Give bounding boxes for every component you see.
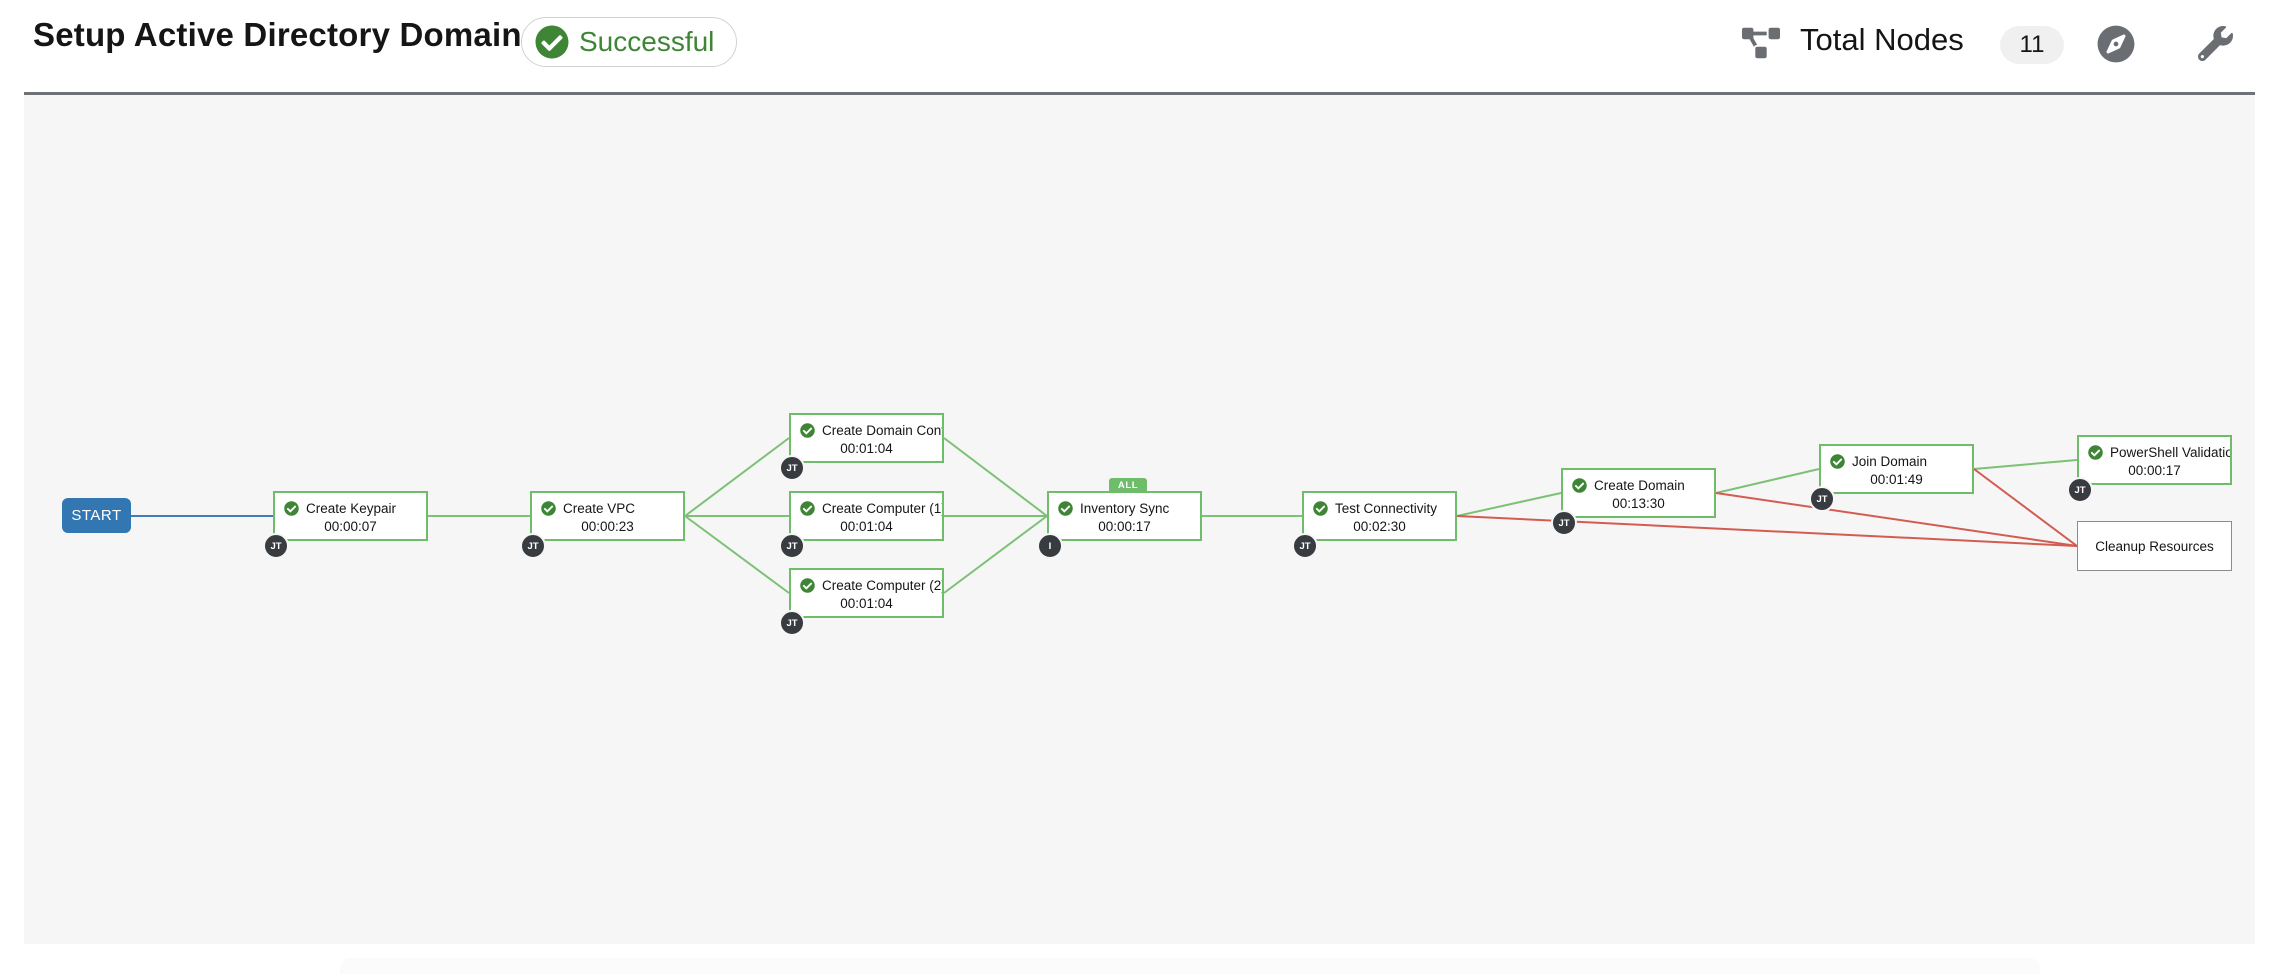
node-type-badge: JT [779, 455, 805, 481]
node-type-badge: I [1037, 533, 1063, 559]
workflow-node-cleanup-resources[interactable]: Cleanup Resources [2077, 521, 2232, 571]
page-title: Setup Active Directory Domain [33, 16, 522, 53]
node-label: Create Domain [1594, 478, 1685, 493]
check-circle-icon [1313, 501, 1328, 516]
node-type-badge: JT [1809, 486, 1835, 512]
start-node[interactable]: START [62, 498, 131, 533]
node-label: Create Keypair [306, 501, 397, 516]
check-circle-icon [800, 423, 815, 438]
node-elapsed-time: 00:00:17 [1098, 519, 1151, 534]
node-type-badge: JT [779, 610, 805, 636]
header-divider [24, 92, 2255, 95]
node-label: Inventory Sync [1080, 501, 1170, 516]
node-label: Cleanup Resources [2095, 538, 2214, 554]
node-type-badge: JT [1292, 533, 1318, 559]
bottom-panel-edge [340, 958, 2040, 974]
status-label: Successful [579, 26, 715, 57]
node-label: Join Domain [1852, 454, 1928, 469]
check-circle-icon [541, 501, 556, 516]
node-label: PowerShell Validation [2110, 445, 2230, 460]
total-nodes-label: Total Nodes [1800, 22, 1964, 57]
node-elapsed-time: 00:01:04 [840, 441, 893, 456]
node-type-badge: JT [779, 533, 805, 559]
node-type-badge: JT [2067, 477, 2093, 503]
wrench-icon[interactable] [2198, 26, 2233, 61]
node-elapsed-time: 00:13:30 [1612, 496, 1665, 511]
node-elapsed-time: 00:01:04 [840, 519, 893, 534]
node-elapsed-time: 00:02:30 [1353, 519, 1406, 534]
node-label: Create Computer (1) [822, 501, 942, 516]
node-elapsed-time: 00:00:07 [324, 519, 377, 534]
status-badge[interactable]: Successful [521, 17, 738, 67]
node-label: Create Domain Contr... [822, 423, 942, 438]
node-type-badge: JT [1551, 510, 1577, 536]
check-circle-icon [800, 501, 815, 516]
node-type-badge: JT [520, 533, 546, 559]
check-circle-icon [1058, 501, 1073, 516]
convergence-badge: ALL [1109, 478, 1147, 493]
check-circle-icon [284, 501, 299, 516]
compass-icon[interactable] [2097, 25, 2135, 63]
total-nodes-count-badge: 11 [2000, 26, 2064, 64]
node-type-badge: JT [263, 533, 289, 559]
node-elapsed-time: 00:00:17 [2128, 463, 2181, 478]
check-circle-icon [1830, 454, 1845, 469]
node-label: Create Computer (2) [822, 578, 942, 593]
node-label: Create VPC [563, 501, 636, 516]
node-label: Test Connectivity [1335, 501, 1438, 516]
node-elapsed-time: 00:01:04 [840, 596, 893, 611]
sitemap-icon [1742, 27, 1780, 59]
check-circle-icon [1572, 478, 1587, 493]
node-elapsed-time: 00:01:49 [1870, 472, 1923, 487]
node-elapsed-time: 00:00:23 [581, 519, 634, 534]
check-circle-icon [535, 25, 569, 59]
check-circle-icon [2088, 445, 2103, 460]
check-circle-icon [800, 578, 815, 593]
